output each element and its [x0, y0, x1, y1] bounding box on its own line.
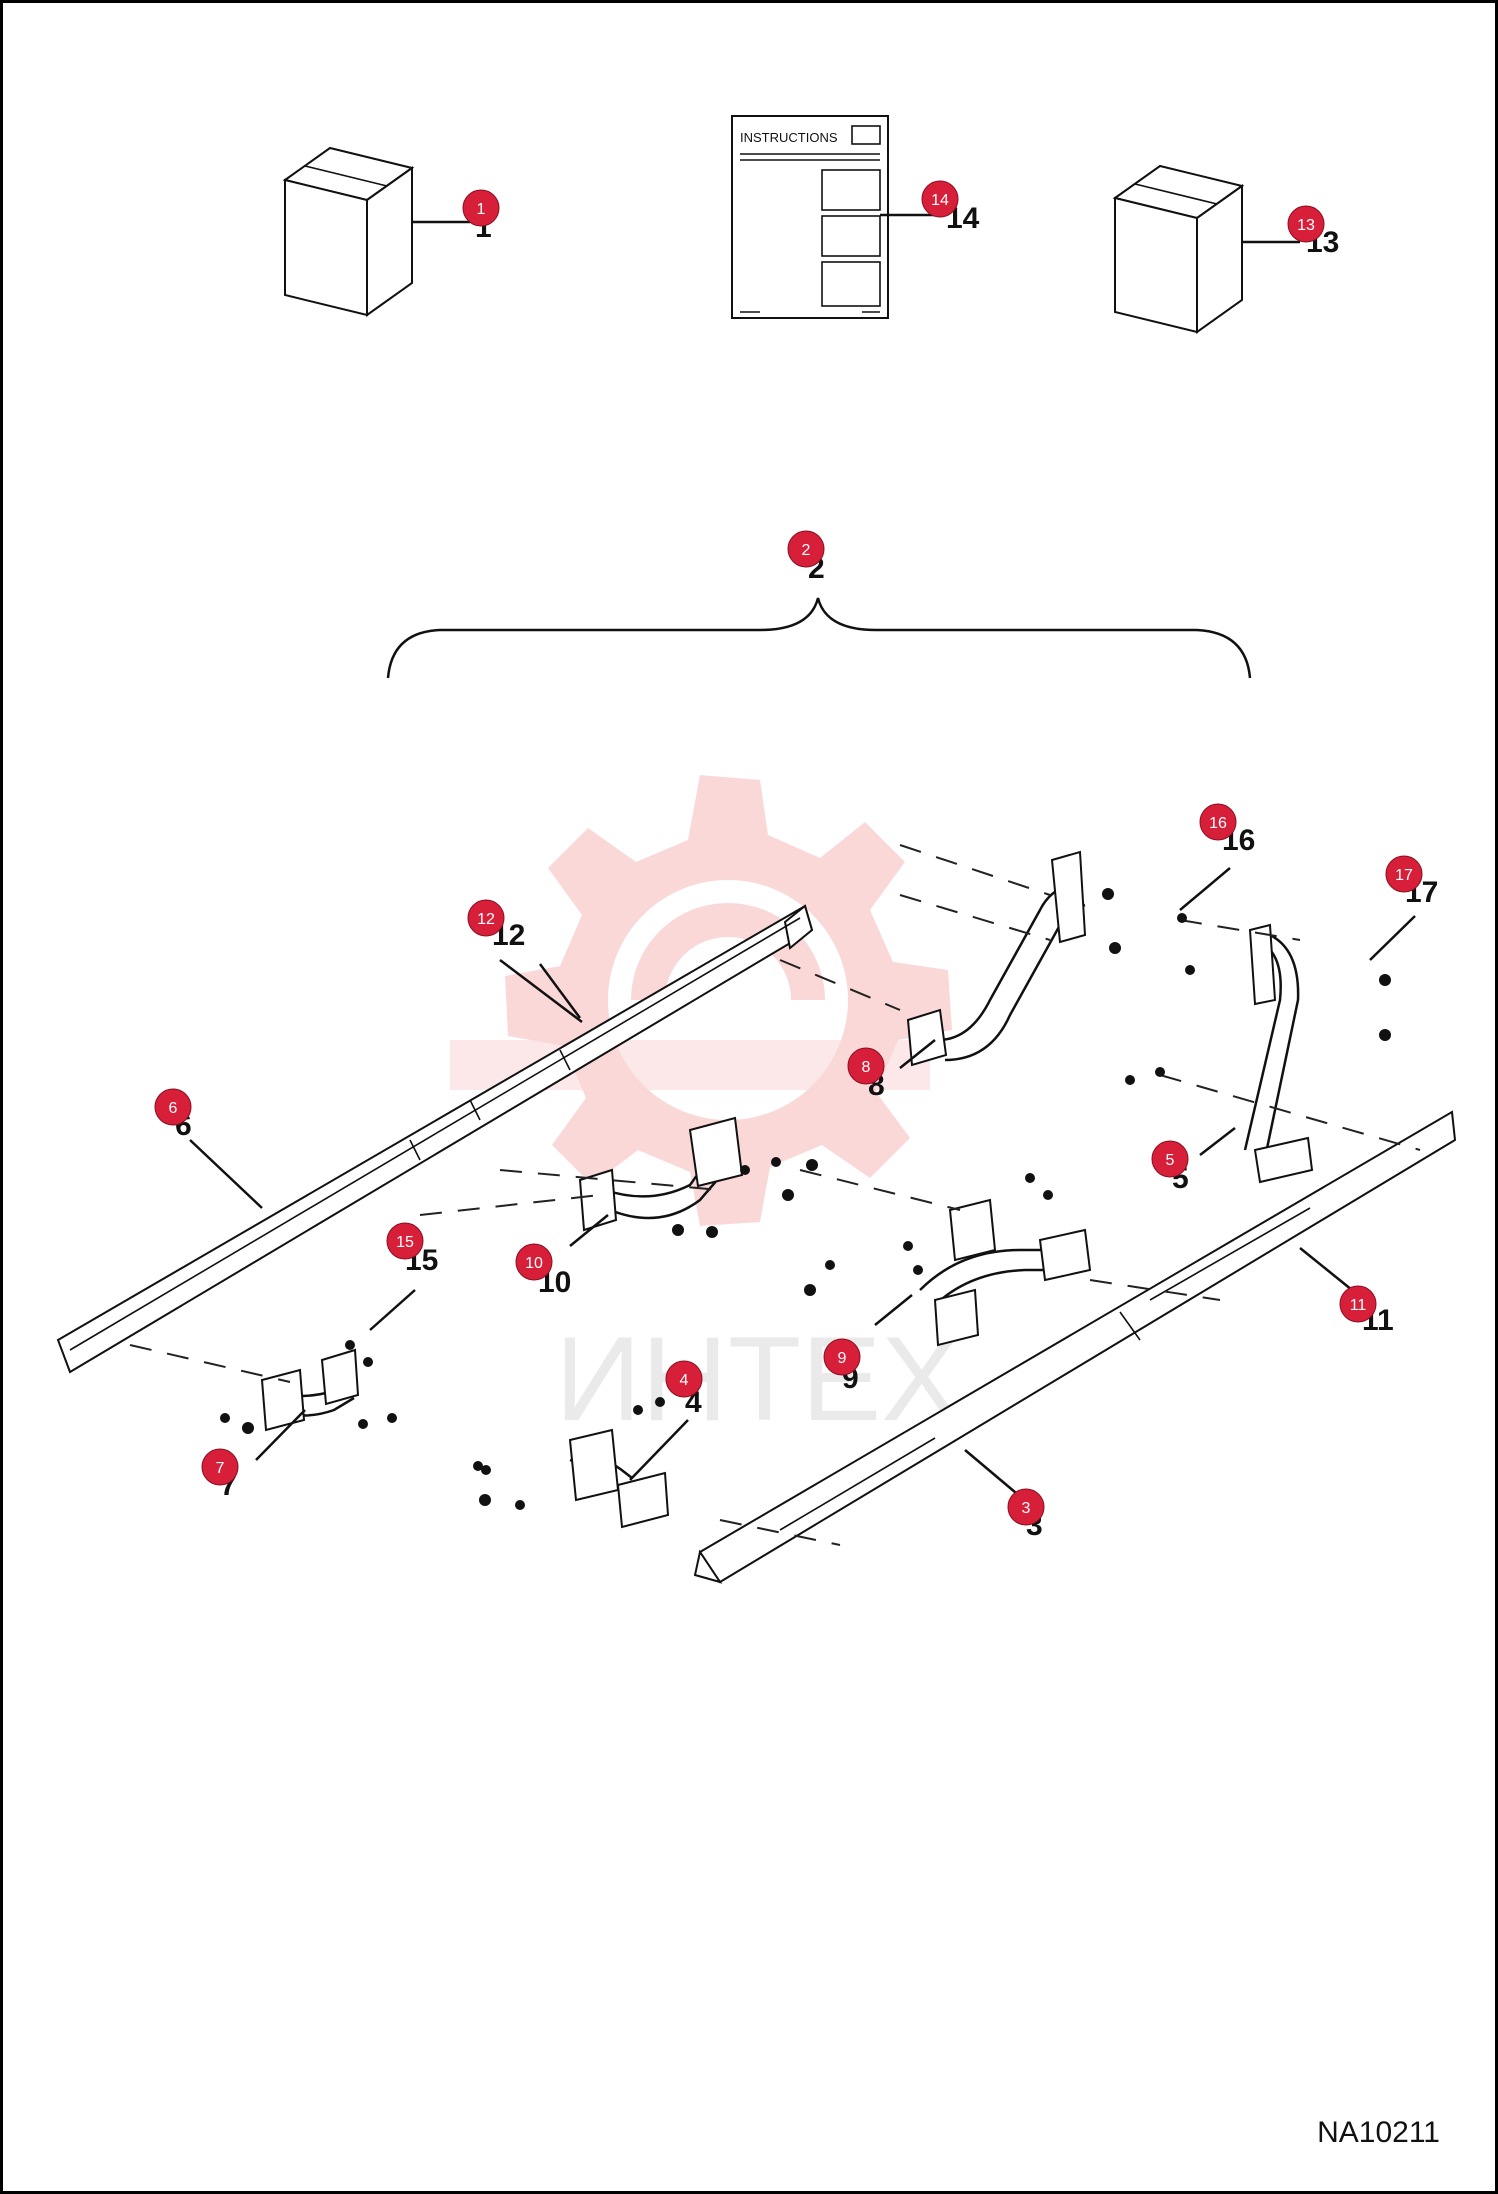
svg-text:17: 17 — [1395, 867, 1413, 884]
svg-text:4: 4 — [680, 1372, 689, 1389]
callout-badge-5[interactable]: 5 — [1151, 1140, 1189, 1178]
svg-text:6: 6 — [169, 1100, 178, 1117]
svg-text:1: 1 — [477, 201, 486, 218]
callout-badge-9[interactable]: 9 — [823, 1338, 861, 1376]
callout-badge-8[interactable]: 8 — [847, 1047, 885, 1085]
box-part-13 — [1112, 164, 1300, 334]
callout-badge-13[interactable]: 13 — [1287, 205, 1325, 243]
svg-text:11: 11 — [1350, 1297, 1367, 1314]
box-part-1 — [282, 146, 470, 317]
callout-badge-6[interactable]: 6 — [154, 1088, 192, 1126]
callout-badge-15[interactable]: 15 — [386, 1222, 424, 1260]
svg-text:2: 2 — [802, 542, 811, 559]
bracket-5 — [1199, 923, 1314, 1184]
bracket-7 — [255, 1348, 360, 1461]
callout-badge-10[interactable]: 10 — [515, 1243, 553, 1281]
svg-text:7: 7 — [216, 1460, 225, 1477]
instructions-title: INSTRUCTIONS — [740, 130, 838, 145]
bracket-9 — [874, 1198, 1092, 1347]
callout-badge-2[interactable]: 2 — [787, 530, 825, 568]
svg-text:5: 5 — [1166, 1152, 1175, 1169]
svg-text:14: 14 — [931, 192, 949, 209]
assembly-dash-lines — [129, 844, 1421, 1546]
svg-text:12: 12 — [477, 911, 495, 928]
svg-text:8: 8 — [862, 1059, 871, 1076]
callout-badges: 1 2 3 4 5 6 7 8 9 10 11 12 13 14 15 16 1… — [154, 180, 1423, 1526]
callout-badge-11[interactable]: 11 — [1339, 1285, 1377, 1323]
svg-text:3: 3 — [1022, 1500, 1031, 1517]
svg-text:16: 16 — [1209, 815, 1227, 832]
callout-badge-17[interactable]: 17 — [1385, 855, 1423, 893]
callout-badge-3[interactable]: 3 — [1007, 1488, 1045, 1526]
assembly-brace — [386, 597, 1252, 679]
running-board-left-6 — [56, 904, 814, 1374]
callout-badge-7[interactable]: 7 — [201, 1448, 239, 1486]
callout-badge-16[interactable]: 16 — [1199, 803, 1237, 841]
svg-text:13: 13 — [1297, 217, 1315, 234]
watermark-logo: ИНТЕХ — [450, 775, 961, 1446]
watermark-text: ИНТЕХ — [555, 1312, 961, 1446]
bracket-8 — [899, 850, 1087, 1069]
hardware-fasteners — [220, 888, 1391, 1510]
running-board-right-3-11 — [693, 1110, 1457, 1584]
bracket-10 — [569, 1116, 744, 1247]
drawing-code: NA10211 — [1317, 2116, 1440, 2149]
callout-badge-12[interactable]: 12 — [467, 899, 505, 937]
svg-text:9: 9 — [838, 1350, 847, 1367]
callout-badge-4[interactable]: 4 — [665, 1360, 703, 1398]
callout-badge-1[interactable]: 1 — [462, 189, 500, 227]
callout-badge-14[interactable]: 14 — [921, 180, 959, 218]
bracket-4 — [568, 1419, 689, 1529]
instructions-sheet-14: INSTRUCTIONS — [731, 115, 942, 319]
svg-text:15: 15 — [396, 1234, 414, 1251]
svg-text:10: 10 — [525, 1255, 543, 1272]
